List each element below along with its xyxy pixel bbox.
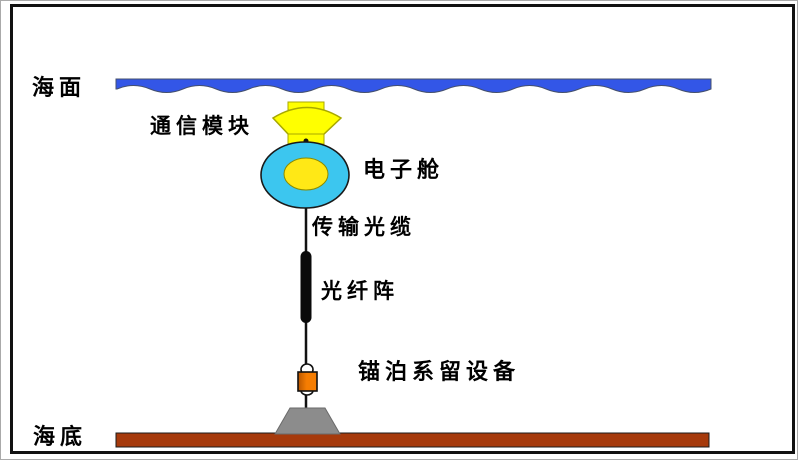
mooring-connector-body	[297, 371, 318, 392]
label-transmission-cable: 传输光缆	[312, 216, 416, 239]
label-communication-module: 通信模块	[150, 115, 254, 138]
label-sea-surface: 海面	[32, 75, 87, 100]
label-electronics-cabin: 电子舱	[363, 157, 445, 182]
comm-module-fan	[271, 106, 343, 136]
fiber-array-bar	[300, 251, 312, 323]
anchor-weight	[274, 407, 341, 435]
electronics-cabin-core	[283, 157, 329, 191]
label-seabed: 海底	[33, 424, 88, 449]
label-mooring-equipment: 锚泊系留设备	[358, 359, 521, 384]
seabed-bar	[115, 432, 710, 448]
sea-surface-wave	[115, 78, 712, 93]
label-fiber-array: 光纤阵	[321, 280, 399, 303]
